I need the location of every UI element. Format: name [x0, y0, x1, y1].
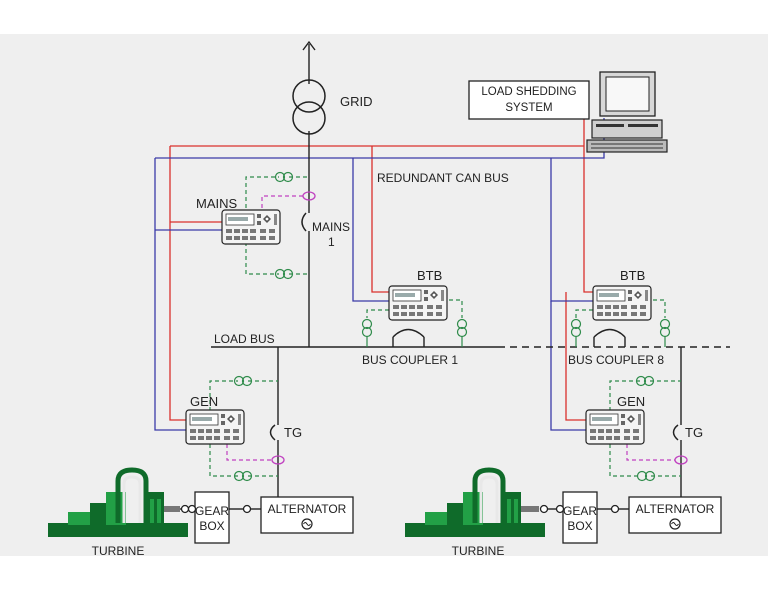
btb-right-label: BTB	[620, 268, 645, 283]
btb-left-controller	[361, 285, 468, 347]
gear-box-right	[562, 491, 598, 544]
gear-box-left	[194, 491, 230, 544]
turbine-right-label: TURBINE	[452, 544, 505, 558]
gen-left-label: GEN	[190, 394, 218, 409]
gear-box-right-label-line1: GEAR	[563, 504, 597, 518]
load-shedding-label-line2: SYSTEM	[505, 102, 552, 114]
btb-left-label: BTB	[417, 268, 442, 283]
alternator-right	[628, 496, 722, 534]
circuit-breaker-icon	[392, 328, 425, 338]
mains-breaker-label-line2: 1	[328, 235, 335, 249]
alternator-right-label: ALTERNATOR	[636, 502, 715, 516]
grid-label: GRID	[340, 94, 373, 109]
load-shedding-system-box	[468, 80, 590, 120]
mains-label: MAINS	[196, 196, 238, 211]
generator-symbol-icon	[669, 518, 681, 530]
mains-breaker-label-line1: MAINS	[312, 220, 350, 234]
controller-unit-icon	[592, 285, 652, 321]
turbine-icon	[405, 467, 545, 537]
bus-coupler-8-label: BUS COUPLER 8	[568, 353, 664, 367]
mains-controller	[221, 171, 316, 280]
gen-left-controller	[185, 375, 285, 482]
controller-unit-icon	[221, 209, 281, 245]
controller-unit-icon	[585, 409, 645, 445]
load-bus-label: LOAD BUS	[214, 332, 275, 346]
gear-box-left-label-line1: GEAR	[195, 504, 229, 518]
btb-right-controller	[570, 285, 671, 347]
computer-terminal-icon	[586, 71, 668, 153]
tg-right-label: TG	[685, 425, 703, 440]
tg-right-breaker-icon	[672, 424, 679, 441]
controller-unit-icon	[388, 285, 448, 321]
bus-coupler-1-label: BUS COUPLER 1	[362, 353, 458, 367]
turbine-icon	[48, 467, 188, 537]
redundant-can-bus-label: REDUNDANT CAN BUS	[377, 171, 509, 185]
mains-breaker-icon	[301, 212, 307, 232]
tg-left-breaker-icon	[269, 424, 276, 441]
can-bus-red	[169, 118, 593, 421]
generator-symbol-icon	[301, 518, 313, 530]
load-shedding-label-line1: LOAD SHEDDING	[481, 86, 576, 98]
transformer-icon	[292, 79, 326, 135]
gen-right-label: GEN	[617, 394, 645, 409]
gen-right-controller	[585, 375, 688, 482]
alternator-left-label: ALTERNATOR	[268, 502, 347, 516]
turbine-left-label: TURBINE	[92, 544, 145, 558]
gear-box-left-label-line2: BOX	[199, 519, 224, 533]
power-lines	[180, 40, 730, 510]
tg-left-label: TG	[284, 425, 302, 440]
circuit-breaker-icon	[593, 328, 626, 338]
gear-box-right-label-line2: BOX	[567, 519, 592, 533]
alternator-left	[260, 496, 354, 534]
controller-unit-icon	[185, 409, 245, 445]
